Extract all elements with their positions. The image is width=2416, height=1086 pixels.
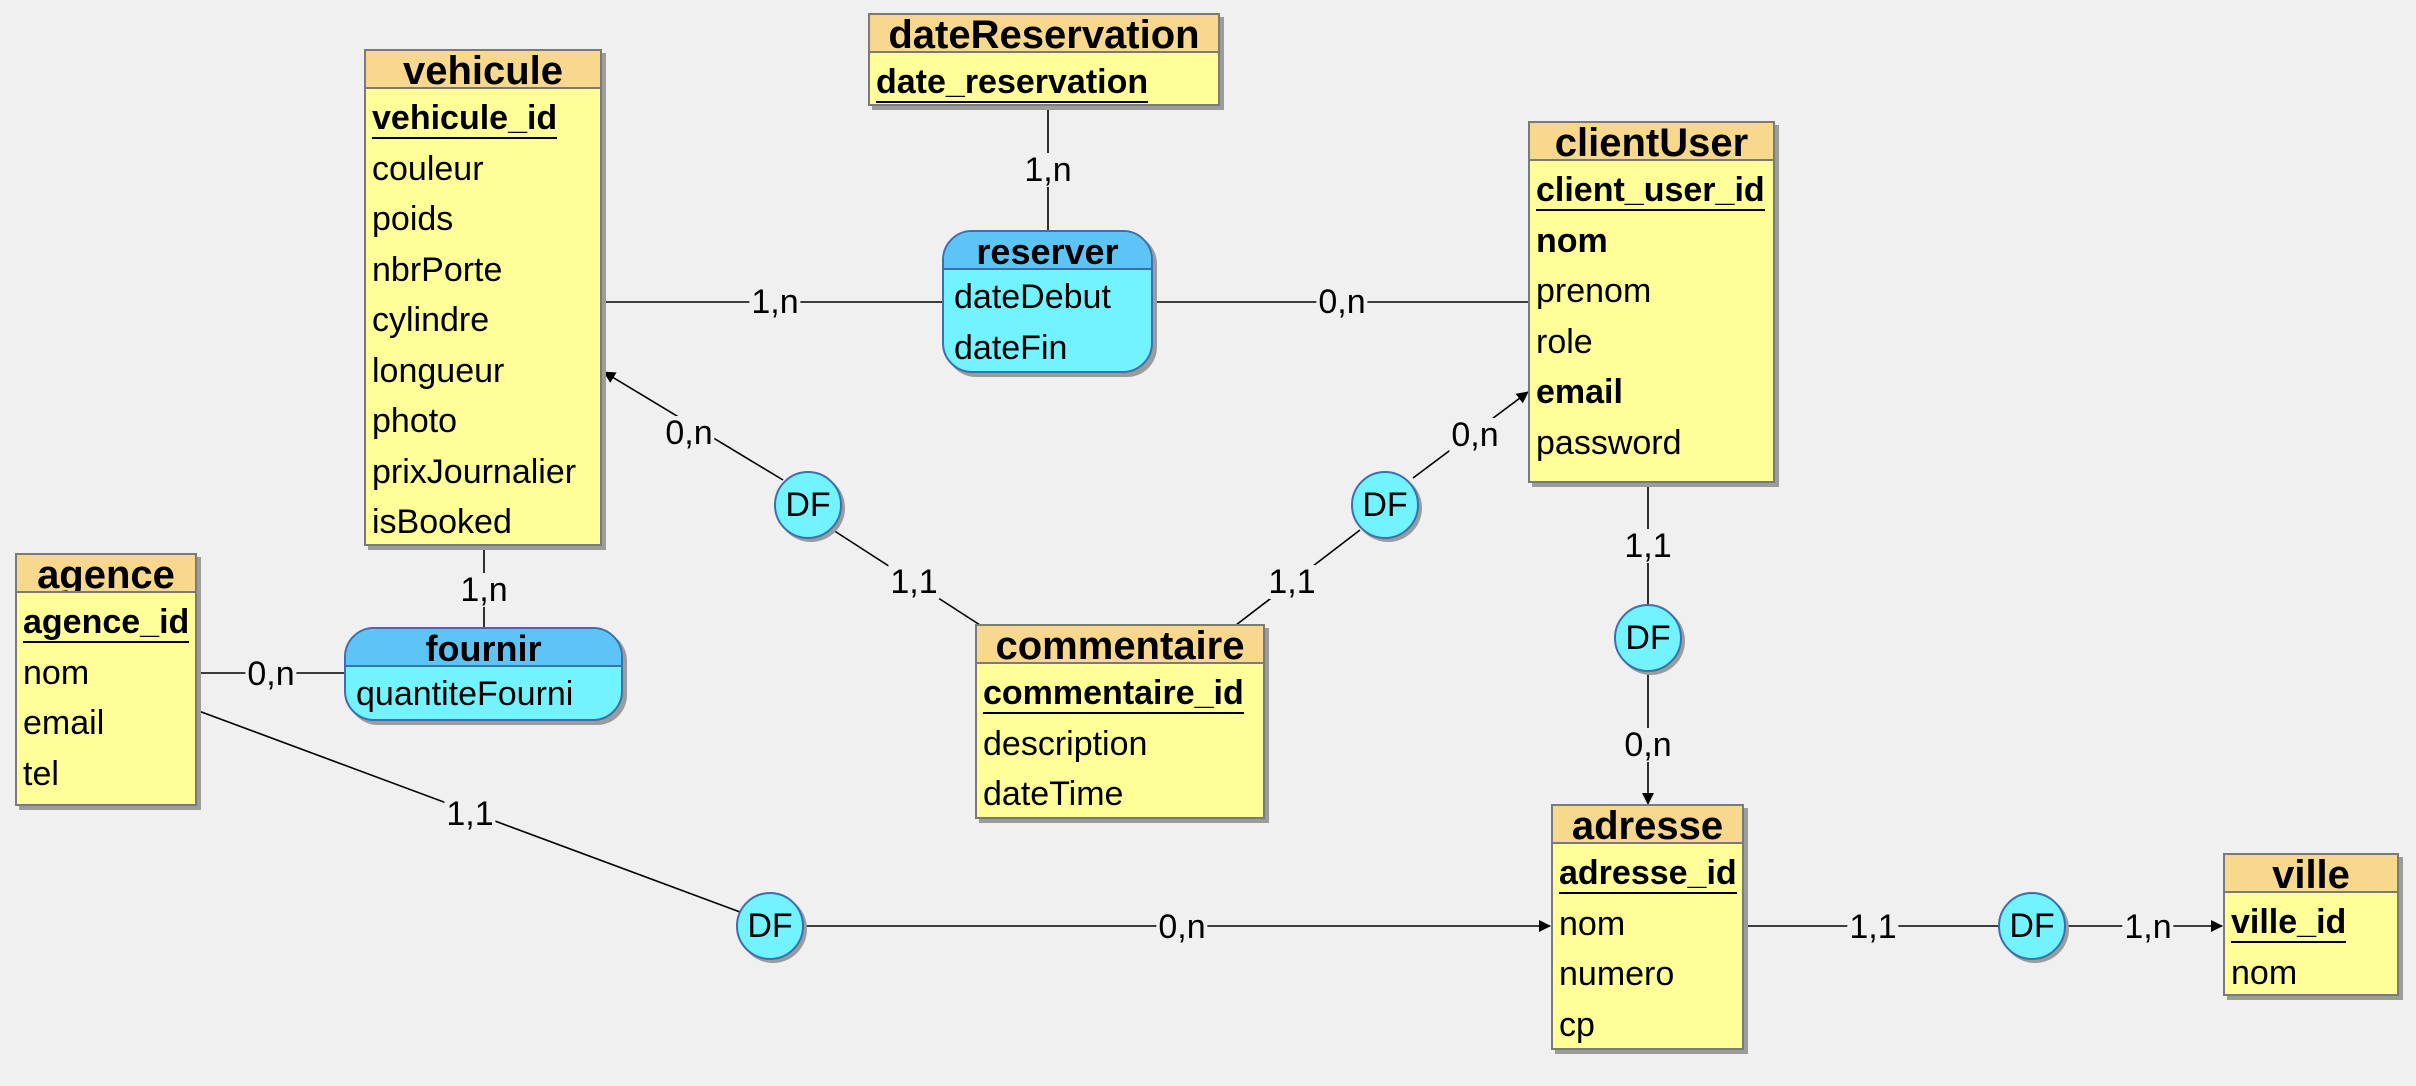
association-attribute: quantiteFourni xyxy=(356,675,574,713)
primary-key-attribute: agence_id xyxy=(23,603,190,643)
attribute: prixJournalier xyxy=(372,452,577,491)
primary-key-attribute: adresse_id xyxy=(1559,854,1737,894)
attribute: tel xyxy=(23,754,59,793)
primary-key-attribute: vehicule_id xyxy=(372,99,558,139)
entity-title: vehicule xyxy=(366,51,600,89)
association-attribute: dateFin xyxy=(954,328,1068,367)
cardinality-label: 1,1 xyxy=(1266,563,1318,601)
attribute: photo xyxy=(372,402,458,440)
attribute: isBooked xyxy=(372,503,512,541)
attribute: nom xyxy=(1559,904,1626,943)
attribute: nom xyxy=(2231,953,2298,992)
cardinality-label: 1,1 xyxy=(444,795,496,833)
attribute: dateTime xyxy=(983,775,1124,813)
entity-clientuser[interactable]: clientUser client_user_id nom prenom rol… xyxy=(1528,121,1775,483)
cardinality-label: 1,n xyxy=(458,571,510,609)
attribute: role xyxy=(1536,322,1593,361)
attribute: email xyxy=(1536,373,1623,411)
entity-title: ville xyxy=(2225,855,2397,893)
cardinality-label: 0,n xyxy=(663,414,715,452)
attribute: description xyxy=(983,724,1148,763)
association-title: fournir xyxy=(346,629,621,669)
cardinality-label: 0,n xyxy=(1449,416,1501,454)
entity-title: dateReservation xyxy=(870,15,1218,53)
entity-title: adresse xyxy=(1553,806,1742,844)
attribute: email xyxy=(23,704,105,742)
attribute: couleur xyxy=(372,149,484,188)
cardinality-label: 0,n xyxy=(1316,283,1368,321)
cardinality-label: 1,n xyxy=(1022,151,1074,189)
attribute: cylindre xyxy=(372,301,490,339)
primary-key-attribute: ville_id xyxy=(2231,903,2347,943)
df-commentaire-vehicule[interactable]: DF xyxy=(774,471,842,539)
entity-commentaire[interactable]: commentaire commentaire_id description d… xyxy=(975,624,1265,819)
attribute: prenom xyxy=(1536,272,1652,310)
association-reserver[interactable]: reserver dateDebut dateFin xyxy=(942,230,1153,373)
entity-title: agence xyxy=(17,555,195,593)
attribute: nbrPorte xyxy=(372,250,503,289)
df-adresse-ville[interactable]: DF xyxy=(1998,892,2066,960)
cardinality-label: 1,1 xyxy=(888,563,940,601)
attribute: numero xyxy=(1559,955,1675,993)
df-clientuser-adresse[interactable]: DF xyxy=(1614,604,1682,672)
primary-key-attribute: client_user_id xyxy=(1536,171,1765,211)
cardinality-label: 1,1 xyxy=(1622,527,1674,565)
cardinality-label: 0,n xyxy=(1156,908,1208,946)
entity-agence[interactable]: agence agence_id nom email tel xyxy=(15,553,197,806)
attribute: cp xyxy=(1559,1005,1595,1044)
attribute: nom xyxy=(23,653,90,692)
cardinality-label: 0,n xyxy=(245,655,297,693)
association-fournir[interactable]: fournir quantiteFourni xyxy=(344,627,623,721)
entity-adresse[interactable]: adresse adresse_id nom numero cp xyxy=(1551,804,1744,1050)
cardinality-label: 1,n xyxy=(2122,908,2174,946)
entity-vehicule[interactable]: vehicule vehicule_id couleur poids nbrPo… xyxy=(364,49,602,546)
primary-key-attribute: commentaire_id xyxy=(983,674,1244,714)
entity-title: commentaire xyxy=(977,626,1263,664)
association-title: reserver xyxy=(944,232,1151,272)
cardinality-label: 1,n xyxy=(749,283,801,321)
primary-key-attribute: date_reservation xyxy=(876,63,1149,103)
cardinality-label: 0,n xyxy=(1622,726,1674,764)
cardinality-label: 1,1 xyxy=(1847,908,1899,946)
attribute: password xyxy=(1536,423,1682,462)
attribute: nom xyxy=(1536,221,1608,260)
attribute: poids xyxy=(372,200,454,238)
df-agence-adresse[interactable]: DF xyxy=(736,892,804,960)
entity-datereservation[interactable]: dateReservation date_reservation xyxy=(868,13,1220,106)
entity-ville[interactable]: ville ville_id nom xyxy=(2223,853,2399,996)
association-attribute: dateDebut xyxy=(954,278,1111,316)
df-commentaire-clientuser[interactable]: DF xyxy=(1351,471,1419,539)
entity-title: clientUser xyxy=(1530,123,1773,161)
attribute: longueur xyxy=(372,351,505,390)
